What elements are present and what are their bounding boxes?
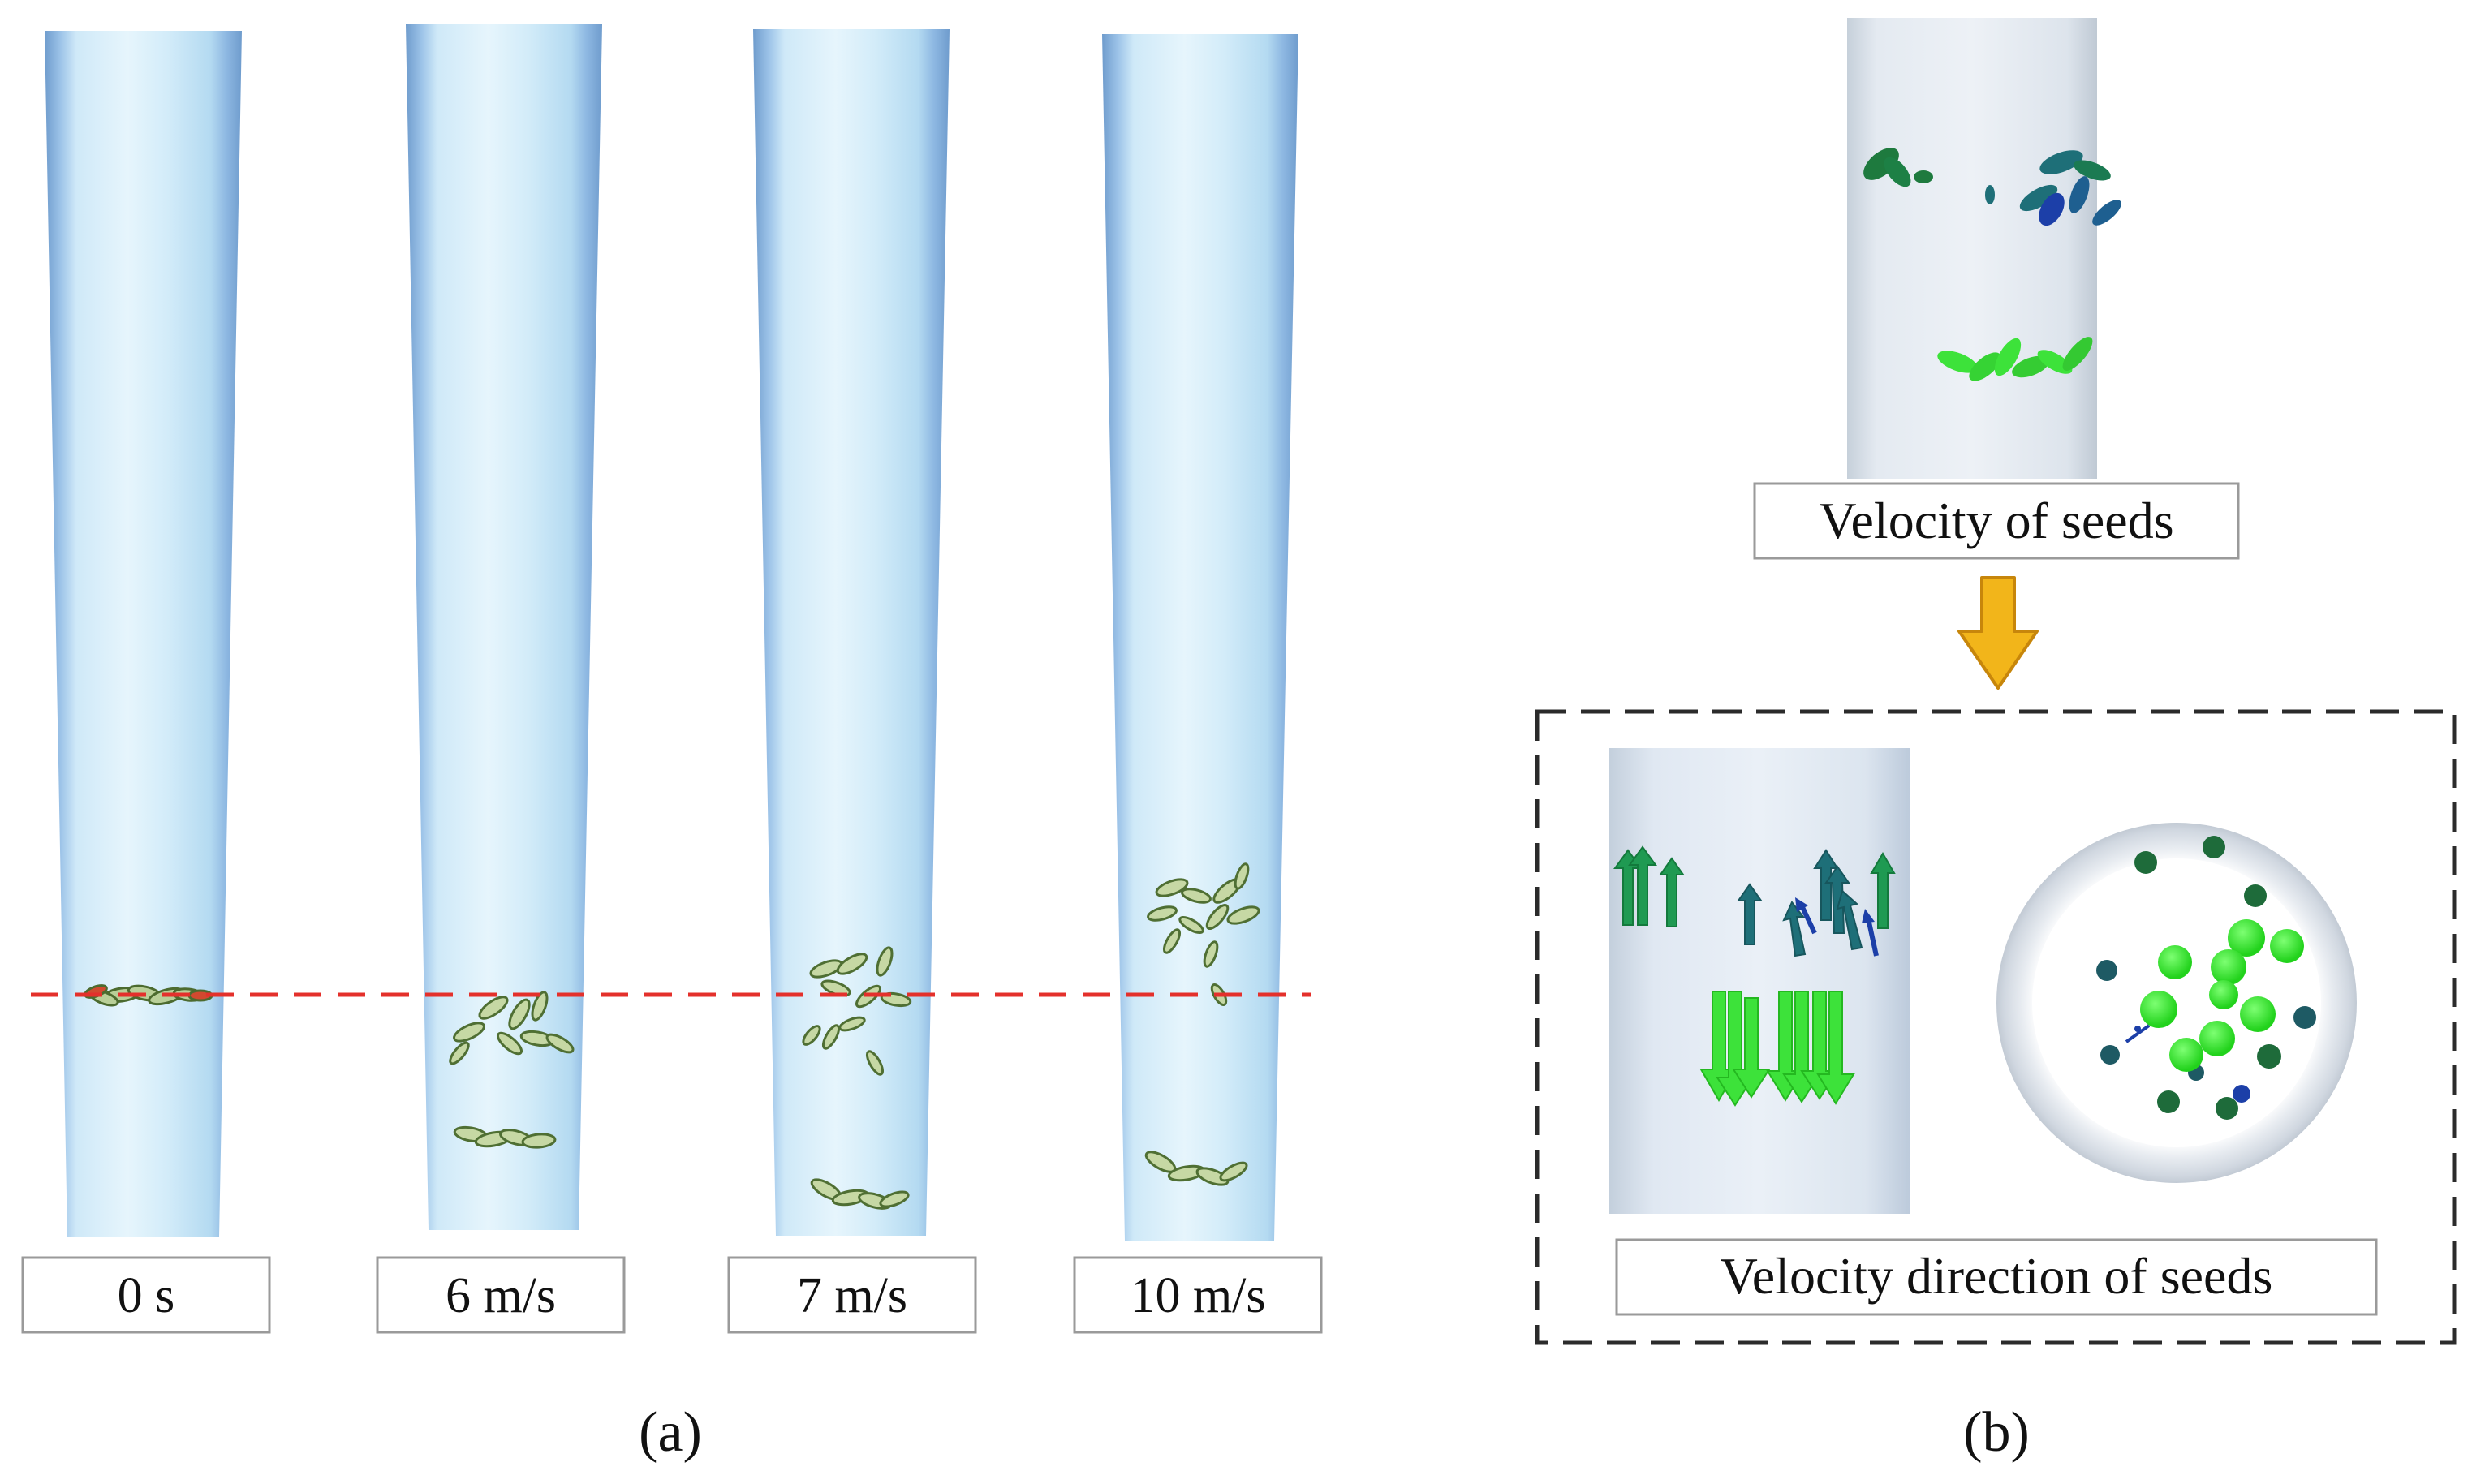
arrow-down-icon [1957, 576, 2039, 690]
bottom-label: Velocity direction of seeds [1615, 1238, 2378, 1316]
caption-a: (a) [639, 1401, 702, 1464]
top-tube-seeds [1863, 148, 2121, 381]
tube-label-0s: 0 s [21, 1256, 271, 1334]
caption-b: (b) [1963, 1401, 2030, 1464]
top-label: Velocity of seeds [1753, 482, 2240, 560]
tube-7ms [753, 29, 950, 1236]
tube-0s [45, 31, 242, 1237]
seeds-10ms [1144, 862, 1260, 1186]
tube-label-7ms: 7 m/s [727, 1256, 977, 1334]
top-view-dots [2096, 836, 2316, 1120]
top-tube [1847, 18, 2097, 479]
side-view-arrows [1613, 845, 1896, 1107]
tube-label-text: 0 s [118, 1268, 175, 1323]
tube-label-text: 10 m/s [1130, 1268, 1265, 1323]
tube-label-text: 6 m/s [446, 1268, 556, 1323]
side-view-tube [1609, 748, 1910, 1214]
top-view-ring [1996, 823, 2357, 1183]
tube-label-text: 7 m/s [797, 1268, 907, 1323]
tube-label-10ms: 10 m/s [1073, 1256, 1323, 1334]
seeds-6ms [449, 991, 575, 1149]
detail-box [1535, 709, 2457, 1345]
bottom-label-text: Velocity direction of seeds [1721, 1247, 2273, 1305]
tube-label-6ms: 6 m/s [376, 1256, 626, 1334]
tube-10ms [1102, 34, 1298, 1241]
panel-a: 0 s 6 m/s 7 m/s 10 m/s (a) [21, 24, 1323, 1464]
tube-6ms [406, 24, 602, 1230]
top-label-text: Velocity of seeds [1819, 492, 2173, 549]
panel-b: Velocity of seeds [1535, 18, 2457, 1464]
